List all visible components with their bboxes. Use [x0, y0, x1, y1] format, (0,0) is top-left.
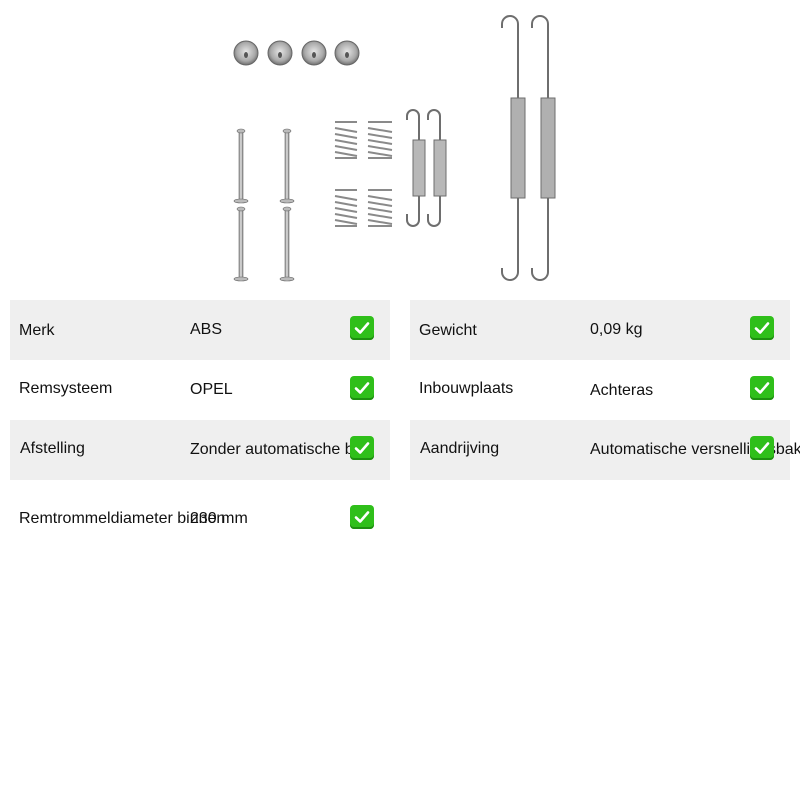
check-mark-button-icon — [350, 505, 374, 529]
return-springs-short — [406, 109, 447, 227]
spec-value: 0,09 kg — [590, 321, 643, 338]
spec-row-gewicht: Gewicht 0,09 kg — [410, 300, 790, 360]
spec-value: 230 mm — [190, 510, 248, 527]
spec-row-remtrommeldiameter: Remtrommeldiameter binnen 230 mm — [10, 480, 390, 540]
spec-value: OPEL — [190, 381, 233, 398]
spec-label: Remsysteem — [19, 380, 113, 397]
spec-label: Inbouwplaats — [419, 380, 514, 397]
hold-down-pins — [233, 128, 295, 282]
spec-value: Achteras — [590, 382, 654, 399]
spec-row-afstelling: Afstelling Zonder automatische bijst — [10, 420, 390, 480]
spec-label: Gewicht — [419, 322, 477, 339]
coil-springs — [334, 121, 393, 227]
spec-label: Merk — [19, 322, 55, 339]
spec-table-left: Merk ABS Remsysteem OPEL Afstelling Zond… — [10, 300, 390, 540]
check-mark-button-icon — [350, 376, 374, 400]
spec-label: Remtrommeldiameter binnen — [19, 510, 226, 527]
check-mark-button-icon — [750, 376, 774, 400]
check-mark-button-icon — [350, 436, 374, 460]
spec-row-merk: Merk ABS — [10, 300, 390, 360]
spec-value: Zonder automatische bijst — [190, 441, 374, 458]
spec-label: Afstelling — [20, 440, 85, 457]
spec-row-remsysteem: Remsysteem OPEL — [10, 360, 390, 420]
spec-row-inbouwplaats: Inbouwplaats Achteras — [410, 360, 790, 420]
return-springs-long — [501, 15, 556, 281]
check-mark-button-icon — [750, 436, 774, 460]
spec-value: Automatische versnellingsbak — [590, 441, 800, 458]
spec-label: Aandrijving — [420, 440, 500, 457]
brake-kit-illustration — [233, 15, 556, 282]
washer-row — [233, 40, 360, 66]
spec-row-aandrijving: Aandrijving Automatische versnellingsbak — [410, 420, 800, 480]
product-image — [200, 0, 600, 292]
check-mark-button-icon — [350, 316, 374, 340]
check-mark-button-icon — [750, 316, 774, 340]
spec-value: ABS — [190, 321, 223, 338]
spec-table-right: Gewicht 0,09 kg Inbouwplaats Achteras Aa… — [410, 300, 800, 480]
